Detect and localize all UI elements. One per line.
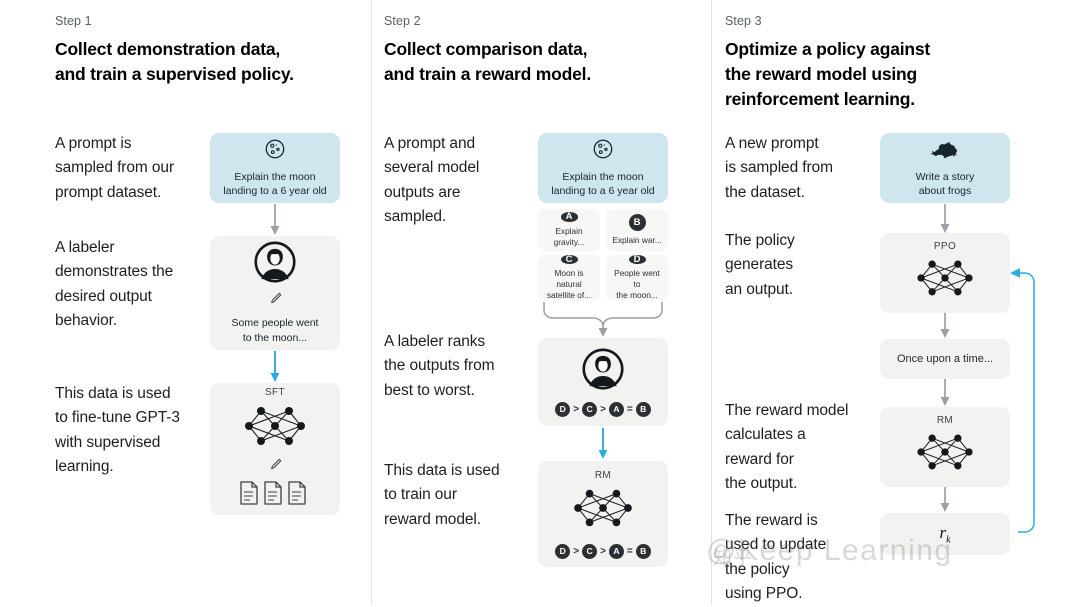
step-1-arrow-2-icon: [268, 351, 282, 388]
step-1-prompt-box[interactable]: Explain the moon landing to a 6 year old: [210, 133, 340, 203]
rank-badge-4: B: [635, 543, 651, 559]
step-3-reward-value: rk: [939, 522, 951, 546]
rank-badge-2: C: [582, 543, 598, 559]
rank-badge-2: C: [582, 401, 598, 417]
step-2-ranking-row: D > C > A = B: [555, 401, 651, 417]
step-1-labeler-caption: Some people went to the moon...: [231, 317, 319, 344]
step-1-prompt-caption: Explain the moon landing to a 6 year old: [223, 170, 327, 197]
neural-network-icon: [915, 255, 975, 306]
step-2-column: Step 2 Collect comparison data, and trai…: [372, 0, 712, 605]
rank-badge-4: B: [635, 401, 651, 417]
rank-operator-1: >: [573, 545, 580, 557]
moon-icon: [592, 138, 614, 165]
step-2-paragraph-3: This data is used to train our reward mo…: [384, 462, 500, 528]
step-2-prompt-caption: Explain the moon landing to a 6 year old: [551, 170, 655, 197]
step-2-label: Step 2: [384, 14, 421, 28]
badge-b: B: [628, 214, 646, 232]
rank-badge-1: D: [555, 543, 571, 559]
rank-operator-3: =: [626, 545, 633, 557]
badge-c: C: [560, 255, 578, 265]
step-2-output-text-c: Moon is natural satellite of...: [546, 268, 592, 300]
step-2-paragraph-2: A labeler ranks the outputs from best to…: [384, 333, 495, 399]
step-2-rm-ranking-row: D > C > A = B: [555, 543, 651, 559]
step-3-paragraph-2: The policy generates an output.: [725, 232, 795, 298]
step-2-output-text-d: People went to the moon...: [614, 268, 660, 300]
step-3-output-text: Once upon a time...: [897, 353, 993, 365]
badge-a: A: [560, 212, 578, 222]
step-3-label: Step 3: [725, 14, 762, 28]
step-2-reward-model-box[interactable]: RM D: [538, 461, 668, 567]
step-1-labeler-box[interactable]: Some people went to the moon...: [210, 236, 340, 350]
step-3-reward-box[interactable]: rk: [880, 513, 1010, 555]
step-2-output-card-c[interactable]: C Moon is natural satellite of...: [538, 255, 600, 300]
frog-icon: [930, 138, 960, 165]
feedback-loop-arrow-icon: [990, 260, 1050, 543]
step-3-output-box[interactable]: Once upon a time...: [880, 339, 1010, 379]
step-2-output-card-b[interactable]: B Explain war...: [606, 209, 668, 251]
step-2-output-text-b: Explain war...: [612, 235, 662, 246]
step-3-column: Step 3 Optimize a policy against the rew…: [712, 0, 1080, 605]
rank-operator-1: >: [573, 403, 580, 415]
step-2-output-card-a[interactable]: A Explain gravity...: [538, 209, 600, 251]
step-3-arrow-3-icon: [938, 379, 952, 412]
step-1-paragraph-3: This data is used to fine-tune GPT-3 wit…: [55, 385, 180, 476]
rank-operator-2: >: [600, 403, 606, 415]
step-1-paragraph-1: A prompt is sampled from our prompt data…: [55, 135, 175, 201]
rank-badge-3: A: [608, 401, 624, 417]
pencil-icon: [268, 457, 283, 477]
step-2-ranking-box[interactable]: D > C > A = B: [538, 338, 668, 426]
step-3-paragraph-1: A new prompt is sampled from the dataset…: [725, 135, 833, 201]
rank-operator-3: =: [626, 403, 633, 415]
neural-network-icon: [915, 429, 975, 480]
step-2-arrow-icon: [596, 428, 610, 465]
rank-badge-3: A: [608, 543, 624, 559]
step-1-sft-label: SFT: [264, 387, 286, 398]
step-3-title: Optimize a policy against the reward mod…: [725, 39, 931, 109]
step-1-label: Step 1: [55, 14, 92, 28]
badge-d: D: [628, 255, 646, 265]
step-1-paragraph-2: A labeler demonstrates the desired outpu…: [55, 239, 174, 330]
step-2-merge-arrow-icon: [538, 300, 668, 343]
step-3-paragraph-3: The reward model calculates a reward for…: [725, 402, 849, 493]
step-2-title: Collect comparison data, and train a rew…: [384, 39, 591, 84]
step-2-paragraph-1: A prompt and several model outputs are s…: [384, 135, 480, 226]
column-divider-1: [371, 0, 372, 605]
step-1-arrow-1-icon: [268, 204, 282, 241]
neural-network-icon: [243, 401, 307, 456]
labeler-avatar-icon: [582, 347, 624, 395]
step-3-rm-label: RM: [936, 414, 954, 426]
step-3-policy-box[interactable]: PPO: [880, 233, 1010, 313]
step-3-arrow-2-icon: [938, 313, 952, 344]
pencil-icon: [268, 291, 283, 311]
moon-icon: [264, 138, 286, 165]
column-divider-2: [711, 0, 712, 605]
step-3-ppo-label: PPO: [933, 240, 957, 252]
step-2-output-text-a: Explain gravity...: [553, 225, 585, 247]
rank-operator-2: >: [600, 545, 606, 557]
step-3-reward-model-box[interactable]: RM: [880, 407, 1010, 487]
labeler-avatar-icon: [254, 241, 296, 288]
step-3-prompt-caption: Write a story about frogs: [915, 170, 975, 197]
step-1-column: Step 1 Collect demonstration data, and t…: [0, 0, 372, 605]
step-2-prompt-box[interactable]: Explain the moon landing to a 6 year old: [538, 133, 668, 203]
step-3-arrow-4-icon: [938, 487, 952, 518]
step-1-title: Collect demonstration data, and train a …: [55, 39, 294, 84]
step-2-rm-label: RM: [594, 469, 612, 481]
neural-network-icon: [572, 484, 634, 537]
step-1-sft-box[interactable]: SFT: [210, 383, 340, 515]
step-3-arrow-1-icon: [938, 204, 952, 239]
rank-badge-1: D: [555, 401, 571, 417]
step-3-paragraph-4: The reward is used to update the policy …: [725, 512, 827, 603]
step-3-prompt-box[interactable]: Write a story about frogs: [880, 133, 1010, 203]
step-2-output-card-d[interactable]: D People went to the moon...: [606, 255, 668, 300]
documents-icon: [239, 480, 311, 511]
